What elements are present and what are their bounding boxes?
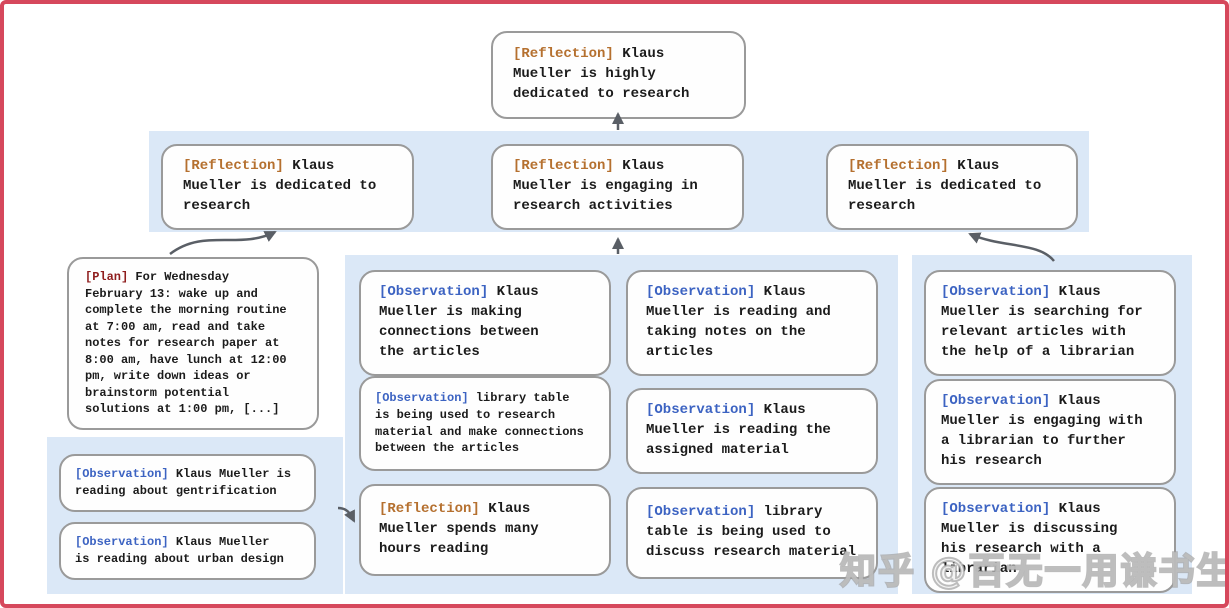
reflection-tag: [Reflection] [513,158,614,174]
node-reflection-hours-reading: [Reflection] Klaus Mueller spends many h… [359,484,611,576]
observation-tag: [Observation] [941,393,1051,409]
node-obs-urban-design: [Observation] Klaus Mueller is reading a… [59,522,316,580]
node-text: For Wednesday February 13: wake up and c… [85,270,287,417]
observation-tag: [Observation] [941,284,1051,300]
observation-tag: [Observation] [75,467,169,481]
node-text: Klaus Mueller is reading about urban des… [75,535,284,566]
node-text: Klaus Mueller is reading and taking note… [646,284,831,360]
node-obs-library-research: [Observation] library table is being use… [359,376,611,472]
node-obs-gentrification: [Observation] Klaus Mueller is reading a… [59,454,316,512]
node-obs-taking-notes: [Observation] Klaus Mueller is reading a… [626,270,878,376]
observation-tag: [Observation] [646,284,756,300]
node-text: Klaus Mueller spends many hours reading [379,501,539,557]
node-obs-library-discuss: [Observation] library table is being use… [626,487,878,579]
node-obs-engaging-librarian: [Observation] Klaus Mueller is engaging … [924,379,1176,485]
node-obs-searching-articles: [Observation] Klaus Mueller is searching… [924,270,1176,376]
node-text: Klaus Mueller is highly dedicated to res… [513,46,690,102]
observation-tag: [Observation] [375,391,469,405]
reflection-tag: [Reflection] [848,158,949,174]
node-text: Klaus Mueller is engaging with a librari… [941,393,1143,469]
node-text: Klaus Mueller is reading the assigned ma… [646,402,831,458]
node-reflection-dedicated-right: [Reflection] Klaus Mueller is dedicated … [826,144,1078,230]
node-text: Klaus Mueller is dedicated to research [848,158,1042,214]
reflection-tag: [Reflection] [379,501,480,517]
node-text: Klaus Mueller is making connections betw… [379,284,539,360]
node-text: Klaus Mueller is reading about gentrific… [75,467,292,498]
observation-tag: [Observation] [75,535,169,549]
node-text: Klaus Mueller is discussing his research… [941,501,1118,577]
node-text: Klaus Mueller is dedicated to research [183,158,377,214]
node-text: library table is being used to research … [375,391,584,456]
node-reflection-dedicated-left: [Reflection] Klaus Mueller is dedicated … [161,144,414,230]
node-obs-connections: [Observation] Klaus Mueller is making co… [359,270,611,376]
node-text: library table is being used to discuss r… [646,504,857,560]
watermark: 知乎 @百无一用谦书生 [839,550,1229,593]
plan-tag: [Plan] [85,270,129,284]
node-obs-discussing-research: [Observation] Klaus Mueller is discussin… [924,487,1176,593]
reflection-tag: [Reflection] [183,158,284,174]
observation-tag: [Observation] [646,402,756,418]
node-text: Klaus Mueller is engaging in research ac… [513,158,698,214]
arrow-plan-to-left-reflection [169,230,277,255]
node-plan: [Plan] For Wednesday February 13: wake u… [67,257,319,430]
observation-tag: [Observation] [646,504,756,520]
observation-tag: [Observation] [379,284,489,300]
observation-tag: [Observation] [941,501,1051,517]
node-obs-assigned-material: [Observation] Klaus Mueller is reading t… [626,388,878,474]
reflection-tag: [Reflection] [513,46,614,62]
node-text: Klaus Mueller is searching for relevant … [941,284,1143,360]
node-root-reflection: [Reflection] Klaus Mueller is highly ded… [491,31,746,119]
node-reflection-engaging: [Reflection] Klaus Mueller is engaging i… [491,144,744,230]
